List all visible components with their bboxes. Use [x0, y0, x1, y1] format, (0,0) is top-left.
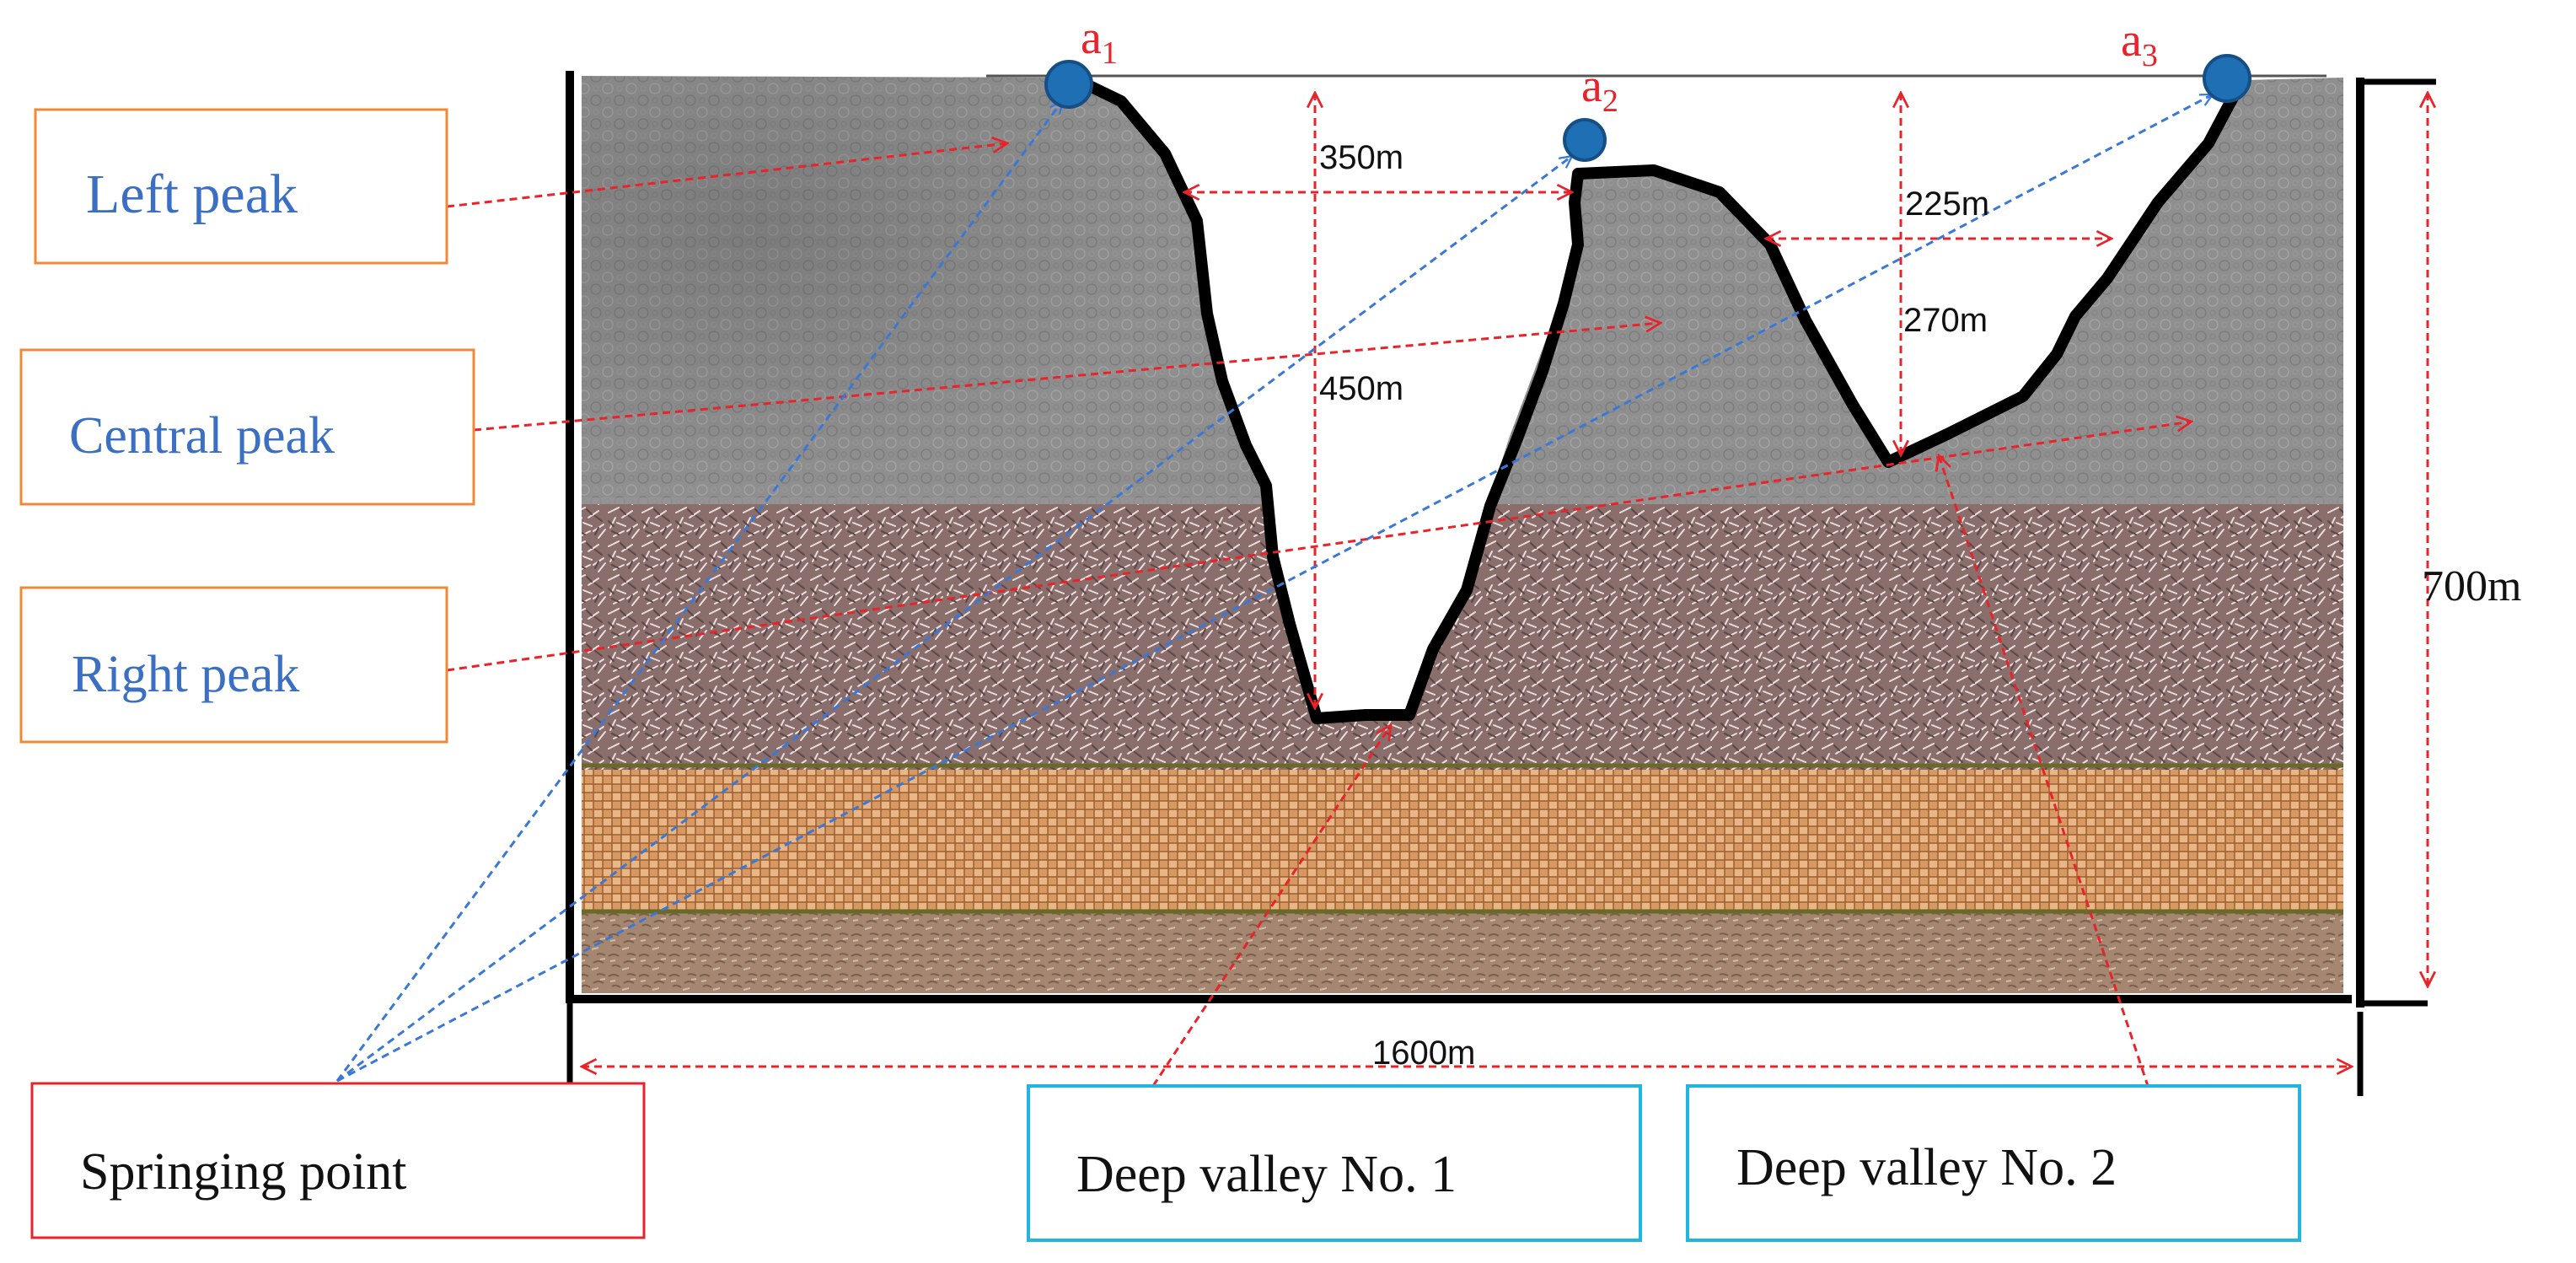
springing-to-a1 [335, 101, 1062, 1082]
deep-valley-2-box [1686, 1084, 2301, 1242]
deep-valley-2-text: Deep valley No. 2 [1736, 1139, 2117, 1196]
point-a2-label: a2 [1581, 60, 1618, 119]
dimension-labels: 350m 450m 225m 270m 1600m 700m [1319, 139, 2521, 1072]
point-a2-marker [1563, 118, 1607, 162]
right-peak-pointer [446, 422, 2192, 672]
springing-point-box [30, 1082, 646, 1239]
dim-225-text: 225m [1905, 185, 1989, 223]
ground-section [566, 71, 2436, 1096]
valley-2-pointer [1939, 455, 2158, 1112]
label-boxes: Left peak Central peak Right peak Spring… [19, 108, 2301, 1242]
deep-valley-1-box [1027, 1084, 1642, 1242]
dimension-lines [582, 93, 2428, 1067]
dim-450-text: 450m [1319, 370, 1403, 407]
springing-points: a1 a2 a3 [1044, 12, 2251, 162]
deep-valley-1-void [1071, 78, 1580, 721]
dim-350-text: 350m [1319, 139, 1403, 176]
rock-layer-shadow [582, 76, 1269, 504]
point-a3-label: a3 [2121, 14, 2158, 73]
valley-1-pointer [1151, 725, 1391, 1087]
left-peak-text: Left peak [86, 164, 298, 225]
sand-layer [582, 770, 2343, 913]
right-peak-box [19, 586, 448, 744]
bottom-layer [582, 913, 2343, 993]
dim-700-text: 700m [2422, 562, 2521, 610]
left-peak-pointer [446, 143, 1007, 208]
right-peak-text: Right peak [72, 646, 299, 703]
central-peak-text: Central peak [69, 407, 335, 465]
point-a1-marker [1044, 60, 1093, 109]
dim-1600-text: 1600m [1372, 1035, 1475, 1072]
terrain-profile [1066, 72, 2248, 724]
dim-270-text: 270m [1903, 302, 1988, 339]
left-peak-box [34, 108, 448, 265]
label-pointers [335, 93, 2213, 1112]
springing-point-text: Springing point [80, 1143, 407, 1201]
right-rock [1888, 78, 2343, 504]
central-peak-pointer [473, 323, 1661, 432]
springing-to-a2 [336, 156, 1572, 1083]
central-peak-box [19, 348, 475, 506]
deep-valley-1-text: Deep valley No. 1 [1076, 1146, 1457, 1203]
point-a1-label: a1 [1081, 12, 1118, 71]
point-a3-marker [2203, 54, 2251, 103]
central-rock [1484, 170, 1939, 504]
